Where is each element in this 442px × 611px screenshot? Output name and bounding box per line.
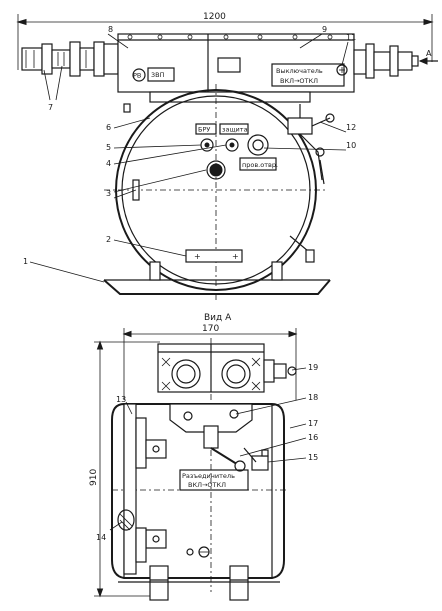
callout-17: 17 — [308, 419, 318, 428]
callout-7: 7 — [48, 103, 53, 112]
callout-8: 8 — [108, 25, 113, 34]
callout-4: 4 — [106, 159, 111, 168]
clamp-mechanism — [287, 104, 335, 185]
svg-text:+: + — [194, 252, 201, 261]
svg-text:А: А — [426, 49, 432, 58]
callout-10: 10 — [346, 141, 356, 150]
left-flange — [123, 403, 167, 575]
svg-text:ВКЛ→ОТКЛ: ВКЛ→ОТКЛ — [280, 77, 318, 85]
bottom-view: Вид А 170 910 — [89, 313, 307, 601]
dimension-910: 910 — [89, 340, 160, 598]
side-bolt — [123, 103, 131, 113]
callout-19: 19 — [308, 363, 318, 372]
callout-5: 5 — [106, 143, 111, 152]
svg-text:+: + — [232, 252, 239, 261]
callout-9: 9 — [322, 25, 327, 34]
view-arrow-a: А — [418, 49, 438, 65]
bottom-fittings — [186, 546, 210, 558]
callout-1: 1 — [23, 257, 28, 266]
svg-text:3ВП: 3ВП — [151, 71, 165, 79]
svg-text:БРУ: БРУ — [198, 126, 210, 134]
plate-3vp: 3ВП — [147, 67, 175, 82]
top-view: 1200 РВ — [16, 12, 438, 300]
callout-18: 18 — [308, 393, 318, 402]
plate-rb: РВ — [132, 68, 146, 82]
plate-proverka: пров.отвр. — [239, 157, 278, 171]
view-a-title: Вид А — [204, 313, 232, 323]
top-view-leaders — [29, 33, 349, 283]
bottom-view-leaders — [109, 367, 307, 531]
svg-text:Разъединитель: Разъединитель — [182, 472, 235, 480]
disconnector-handle — [243, 447, 269, 471]
side-gland — [263, 359, 297, 383]
test-button — [247, 134, 269, 156]
plate-disconnector: Разъединитель ВКЛ→ОТКЛ — [179, 469, 249, 491]
base-skid — [103, 261, 331, 295]
callout-14: 14 — [96, 533, 106, 542]
dimension-910-label: 910 — [89, 469, 99, 486]
callout-15: 15 — [308, 453, 318, 462]
svg-text:пров.отвр.: пров.отвр. — [242, 161, 278, 169]
top-box — [117, 33, 355, 93]
sight-glass — [117, 509, 135, 531]
callout-2: 2 — [106, 235, 111, 244]
callout-6: 6 — [106, 123, 111, 132]
callout-16: 16 — [308, 433, 318, 442]
plate-bru: БРУ — [195, 123, 217, 135]
top-box-window — [217, 57, 241, 73]
bottom-feet — [118, 565, 280, 601]
door-latch — [289, 235, 315, 263]
indicator-window — [206, 160, 226, 180]
callout-13: 13 — [116, 395, 126, 404]
dimension-170-label: 170 — [202, 324, 219, 334]
plate-zashita: защита — [219, 123, 249, 135]
svg-text:защита: защита — [222, 126, 248, 134]
dimension-1200-label: 1200 — [203, 12, 226, 22]
dimension-1200: 1200 — [16, 12, 434, 70]
center-bracket — [169, 403, 253, 472]
svg-text:Выключатель: Выключатель — [276, 67, 323, 75]
svg-text:ВКЛ→ОТКЛ: ВКЛ→ОТКЛ — [188, 481, 226, 489]
right-cable-gland — [336, 43, 419, 79]
callout-12: 12 — [346, 123, 356, 132]
left-cable-glands — [21, 41, 119, 77]
dimension-170: 170 — [122, 324, 298, 400]
svg-text:РВ: РВ — [133, 72, 141, 80]
callout-11: 11 — [346, 33, 356, 42]
callout-3: 3 — [106, 189, 111, 198]
